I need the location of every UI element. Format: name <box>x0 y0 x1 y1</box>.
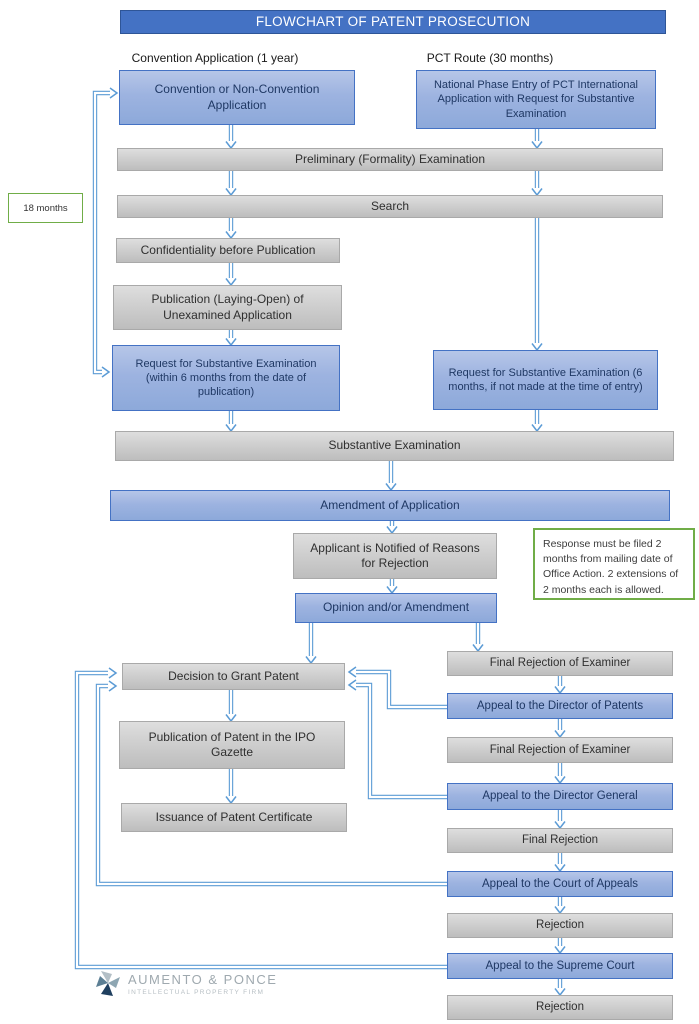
connector-preliminary-to-search-left <box>225 171 237 197</box>
connector-convention-to-request-bracket <box>92 87 119 378</box>
connector-acoa-to-decision-feedback <box>95 680 447 887</box>
connector-nationalphase-to-preliminary <box>531 129 543 150</box>
firm-name: AUMENTO & PONCE <box>128 972 278 987</box>
node-issuance-certificate: Issuance of Patent Certificate <box>121 803 347 832</box>
firm-wordmark: AUMENTO & PONCE INTELLECTUAL PROPERTY FI… <box>128 972 277 996</box>
connector-request-right-to-substantive <box>531 410 543 433</box>
node-final-rejection: Final Rejection <box>447 828 673 853</box>
node-appeal-director-patents: Appeal to the Director of Patents <box>447 693 673 719</box>
connector-asc-to-decision-feedback <box>74 667 447 970</box>
connector-asc-to-rejection-2 <box>554 979 566 997</box>
firm-tagline: INTELLECTUAL PROPERTY FIRM <box>128 989 265 996</box>
annotation-18-months: 18 months <box>8 193 83 223</box>
node-request-substantive-left: Request for Substantive Examination (wit… <box>112 345 340 411</box>
connector-layingopen-to-request-left <box>225 330 237 347</box>
connector-decision-to-ipo-gazette <box>225 690 237 723</box>
lane-header-convention: Convention Application (1 year) <box>131 51 299 65</box>
node-opinion-amendment: Opinion and/or Amendment <box>295 593 497 623</box>
connector-acoa-to-rejection-1 <box>554 897 566 915</box>
connector-opinion-to-decision <box>305 623 317 665</box>
connector-notified-to-opinion <box>386 579 398 595</box>
node-final-rejection-examiner-1: Final Rejection of Examiner <box>447 651 673 676</box>
node-laying-open-publication: Publication (Laying-Open) of Unexamined … <box>113 285 342 330</box>
connector-request-left-to-substantive <box>225 411 237 433</box>
node-substantive-examination: Substantive Examination <box>115 431 674 461</box>
annotation-response-note: Response must be filed 2 months from mai… <box>533 528 695 600</box>
node-decision-to-grant: Decision to Grant Patent <box>122 663 345 690</box>
node-publication-ipo-gazette: Publication of Patent in the IPO Gazette <box>119 721 345 769</box>
connector-adp-to-fre2 <box>554 719 566 739</box>
connector-adg-to-final-rejection <box>554 810 566 830</box>
connector-adp-to-decision-elbow <box>347 666 447 710</box>
page-title: FLOWCHART OF PATENT PROSECUTION <box>120 10 666 34</box>
connector-fr-to-appeal-court-appeals <box>554 853 566 873</box>
connector-convention-to-preliminary <box>225 125 237 150</box>
node-rejection-2: Rejection <box>447 995 673 1020</box>
connector-fre2-to-appeal-director-general <box>554 763 566 785</box>
node-applicant-notified: Applicant is Notified of Reasons for Rej… <box>293 533 497 579</box>
firm-logo-icon <box>96 971 120 996</box>
node-final-rejection-examiner-2: Final Rejection of Examiner <box>447 737 673 763</box>
connector-amendment-to-notified <box>386 521 398 535</box>
node-appeal-director-general: Appeal to the Director General <box>447 783 673 810</box>
node-convention-application: Convention or Non-Convention Application <box>119 70 355 125</box>
node-preliminary-examination: Preliminary (Formality) Examination <box>117 148 663 171</box>
connector-preliminary-to-search-right <box>531 171 543 197</box>
node-national-phase-entry: National Phase Entry of PCT Internationa… <box>416 70 656 129</box>
node-search: Search <box>117 195 663 218</box>
connector-rejection1-to-appeal-supreme <box>554 938 566 955</box>
node-appeal-court-of-appeals: Appeal to the Court of Appeals <box>447 871 673 897</box>
connector-search-to-request-right <box>531 218 543 352</box>
node-amendment-of-application: Amendment of Application <box>110 490 670 521</box>
node-rejection-1: Rejection <box>447 913 673 938</box>
connector-substantive-to-amendment <box>385 461 397 492</box>
connector-ipo-to-issuance <box>225 769 237 805</box>
lane-header-pct: PCT Route (30 months) <box>426 51 554 65</box>
connector-confidentiality-to-layingopen <box>225 263 237 287</box>
connector-search-to-confidentiality <box>225 218 237 240</box>
connector-opinion-to-final-rejection-1 <box>472 623 484 653</box>
connector-adg-to-decision-elbow <box>347 679 447 800</box>
node-appeal-supreme-court: Appeal to the Supreme Court <box>447 953 673 979</box>
node-confidentiality: Confidentiality before Publication <box>116 238 340 263</box>
connector-fre1-to-appeal-director-patents <box>554 676 566 695</box>
node-request-substantive-right: Request for Substantive Examination (6 m… <box>433 350 658 410</box>
